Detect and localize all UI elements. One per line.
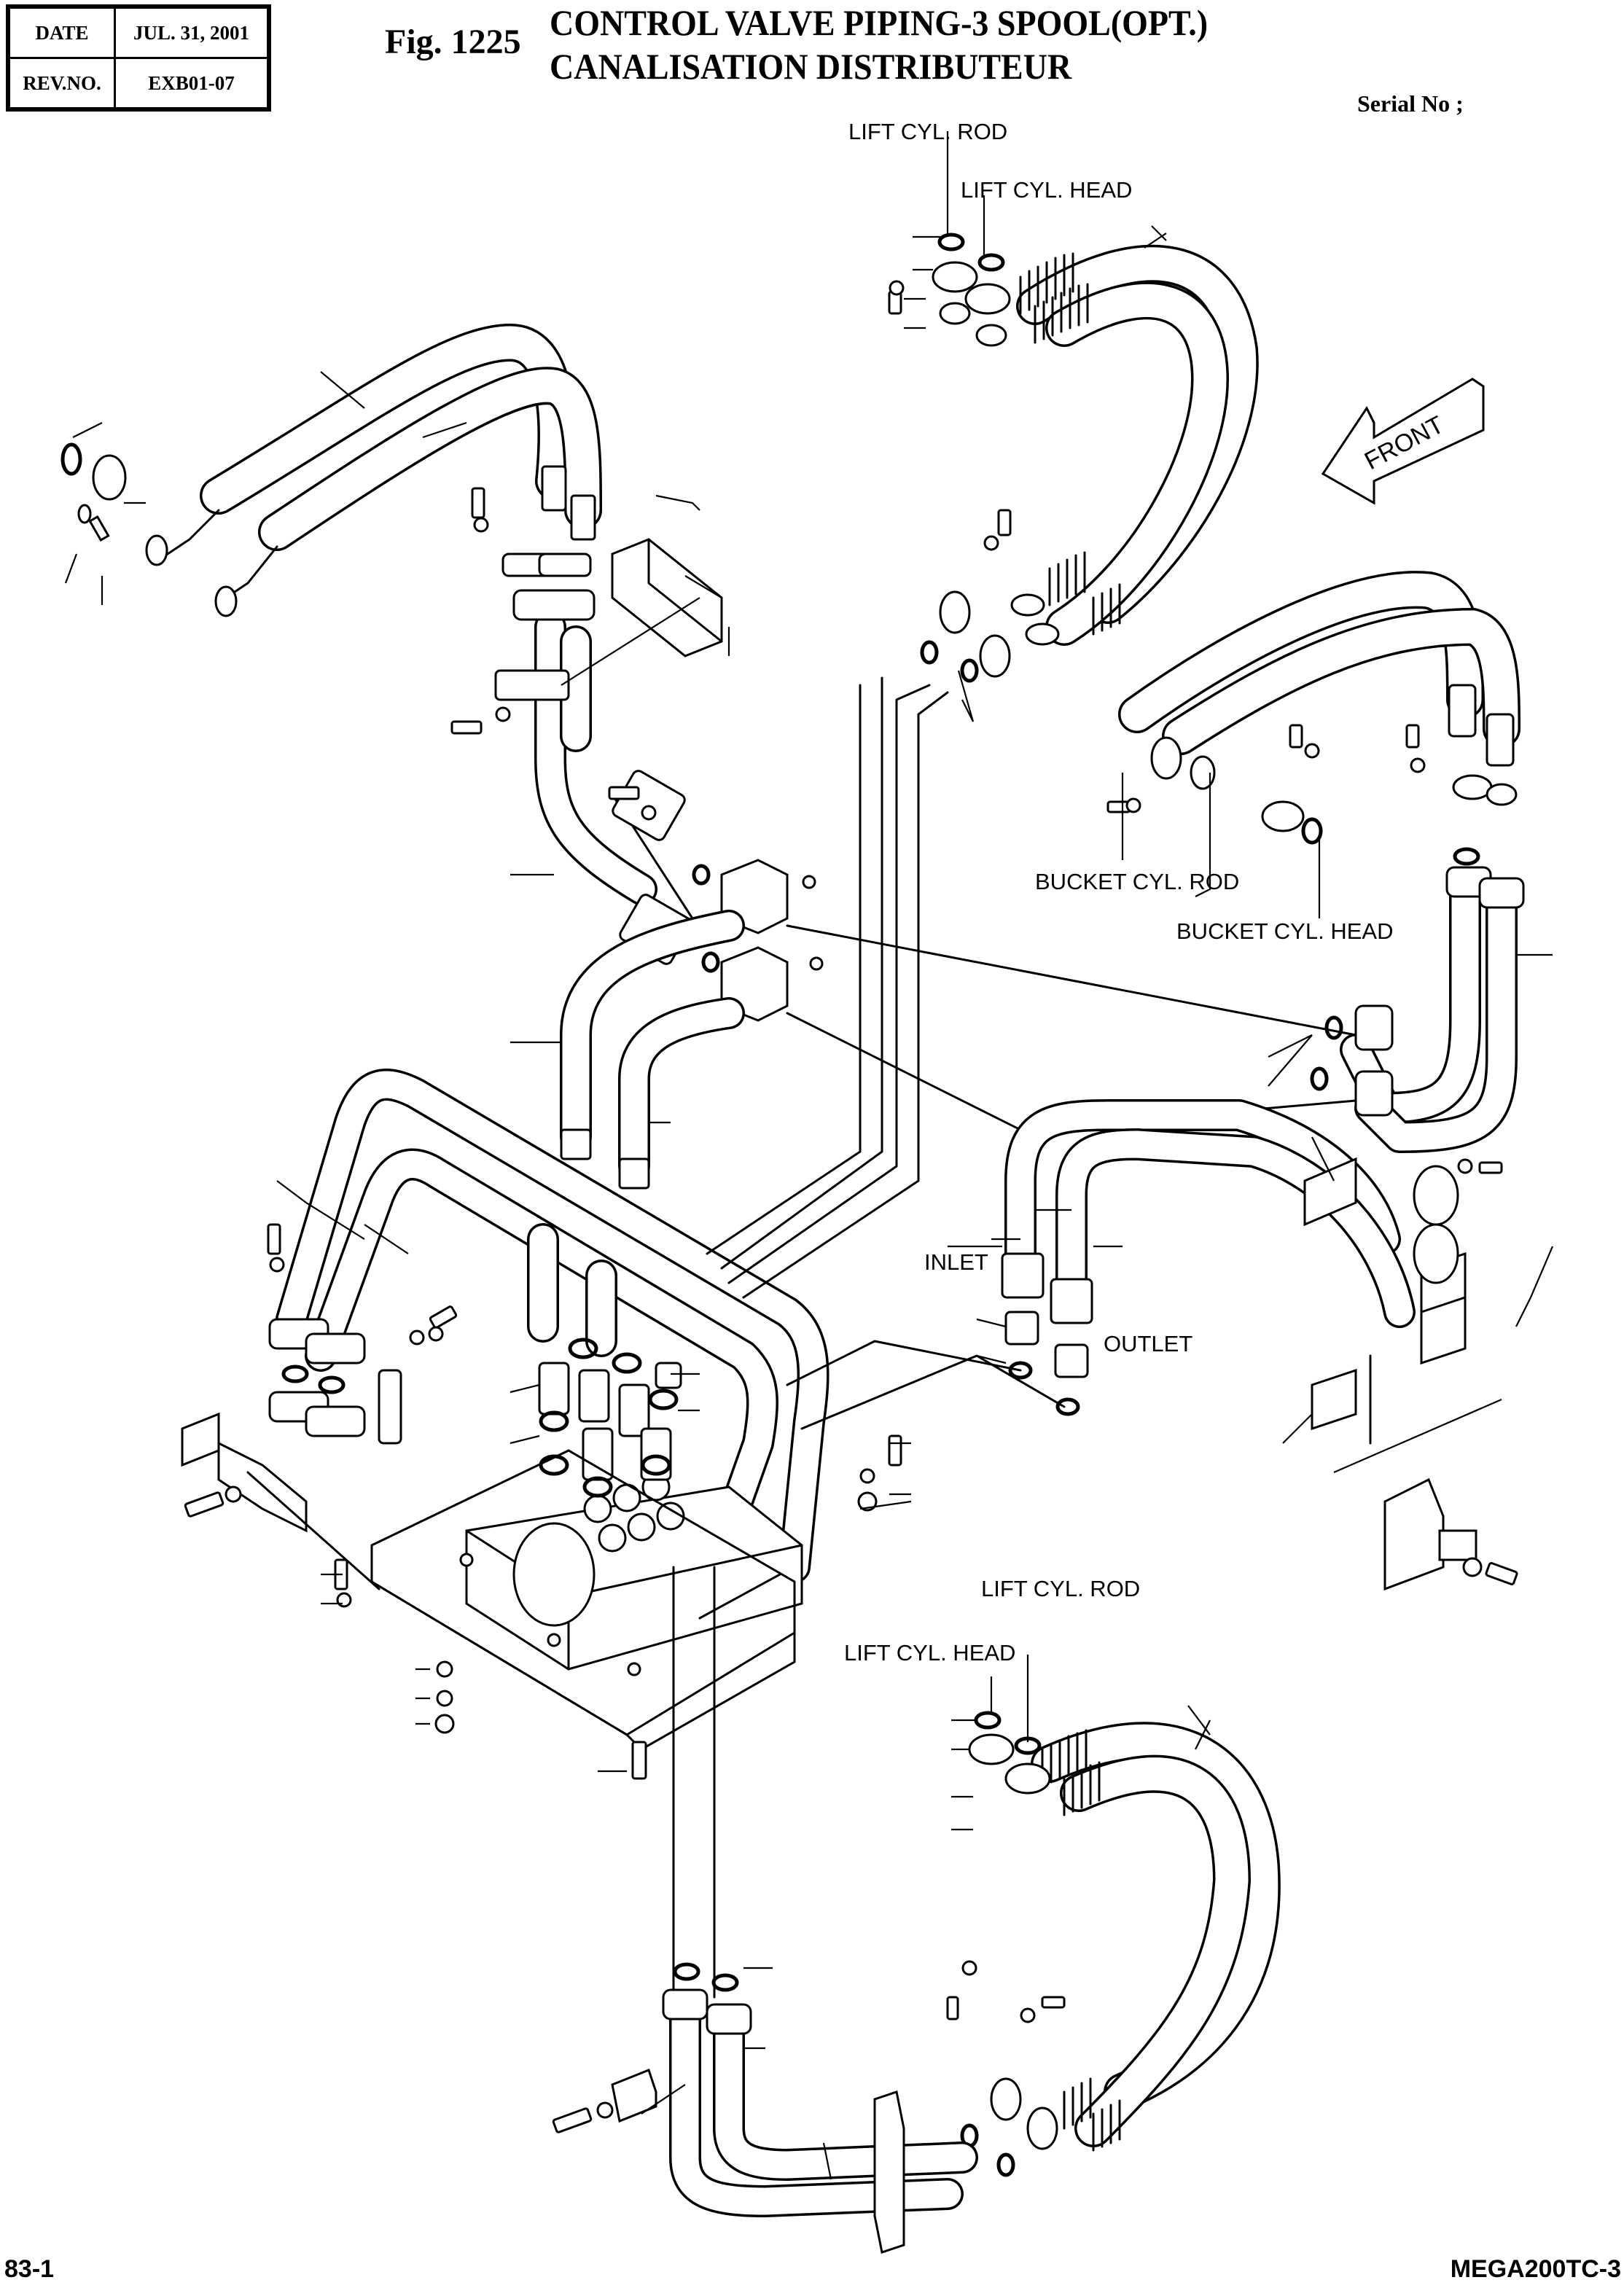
rev-label: REV.NO.: [7, 57, 116, 111]
label-lift-cyl-head-bottom: LIFT CYL. HEAD: [844, 1640, 1016, 1666]
page-title-english: CONTROL VALVE PIPING-3 SPOOL(OPT.): [550, 2, 1209, 43]
spring-guard-icon: [1019, 252, 1121, 636]
clamp-assembly-right: [1282, 1136, 1554, 1591]
page-title-french: CANALISATION DISTRIBUTEUR: [550, 46, 1072, 87]
mounting-bracket: [561, 494, 730, 686]
hose-assembly-bucket: [1118, 571, 1520, 918]
serial-number-label: Serial No ;: [1357, 90, 1464, 117]
pipe-set-long-vertical: [706, 676, 949, 1299]
revision-table: DATE JUL. 31, 2001 REV.NO. EXB01-07: [6, 4, 271, 112]
model-number: MEGA200TC-3: [1450, 2255, 1621, 2283]
label-lift-cyl-head-top: LIFT CYL. HEAD: [961, 177, 1133, 203]
rev-value: EXB01-07: [114, 57, 270, 111]
hose-assembly-inlet-outlet: [786, 1099, 1416, 1430]
valve-fittings: [510, 1338, 700, 1498]
figure-number: Fig. 1225: [385, 23, 521, 61]
spring-guard-icon: [1041, 1729, 1121, 2152]
left-flange-set: [268, 1318, 402, 1445]
pipe-set-bottom: [611, 1962, 978, 2254]
pipe-set-u-shaped: [276, 1069, 829, 1583]
pipe-set-center: [560, 910, 745, 1190]
hose-assembly-top-left: [60, 323, 602, 617]
hose-assembly-lift-top: [904, 131, 1259, 722]
label-lift-cyl-rod-bottom: LIFT CYL. ROD: [981, 1576, 1141, 1601]
page-number: 83-1: [4, 2255, 55, 2283]
label-inlet: INLET: [924, 1249, 988, 1275]
hardware-bolts: [184, 280, 1503, 2133]
label-outlet: OUTLET: [1104, 1331, 1193, 1356]
pipe-set-lower-vertical: [672, 1566, 781, 1999]
leader-lines: [276, 873, 1071, 1773]
base-plate: [181, 1412, 796, 1751]
label-lift-cyl-rod-top: LIFT CYL. ROD: [848, 119, 1008, 144]
date-label: DATE: [7, 5, 116, 59]
front-direction-arrow: FRONT: [1321, 378, 1485, 505]
date-value: JUL. 31, 2001: [114, 5, 270, 59]
hose-assembly-lift-bottom: [951, 1655, 1281, 2177]
label-bucket-cyl-head: BUCKET CYL. HEAD: [1176, 918, 1394, 944]
label-bucket-cyl-rod: BUCKET CYL. ROD: [1035, 869, 1240, 894]
